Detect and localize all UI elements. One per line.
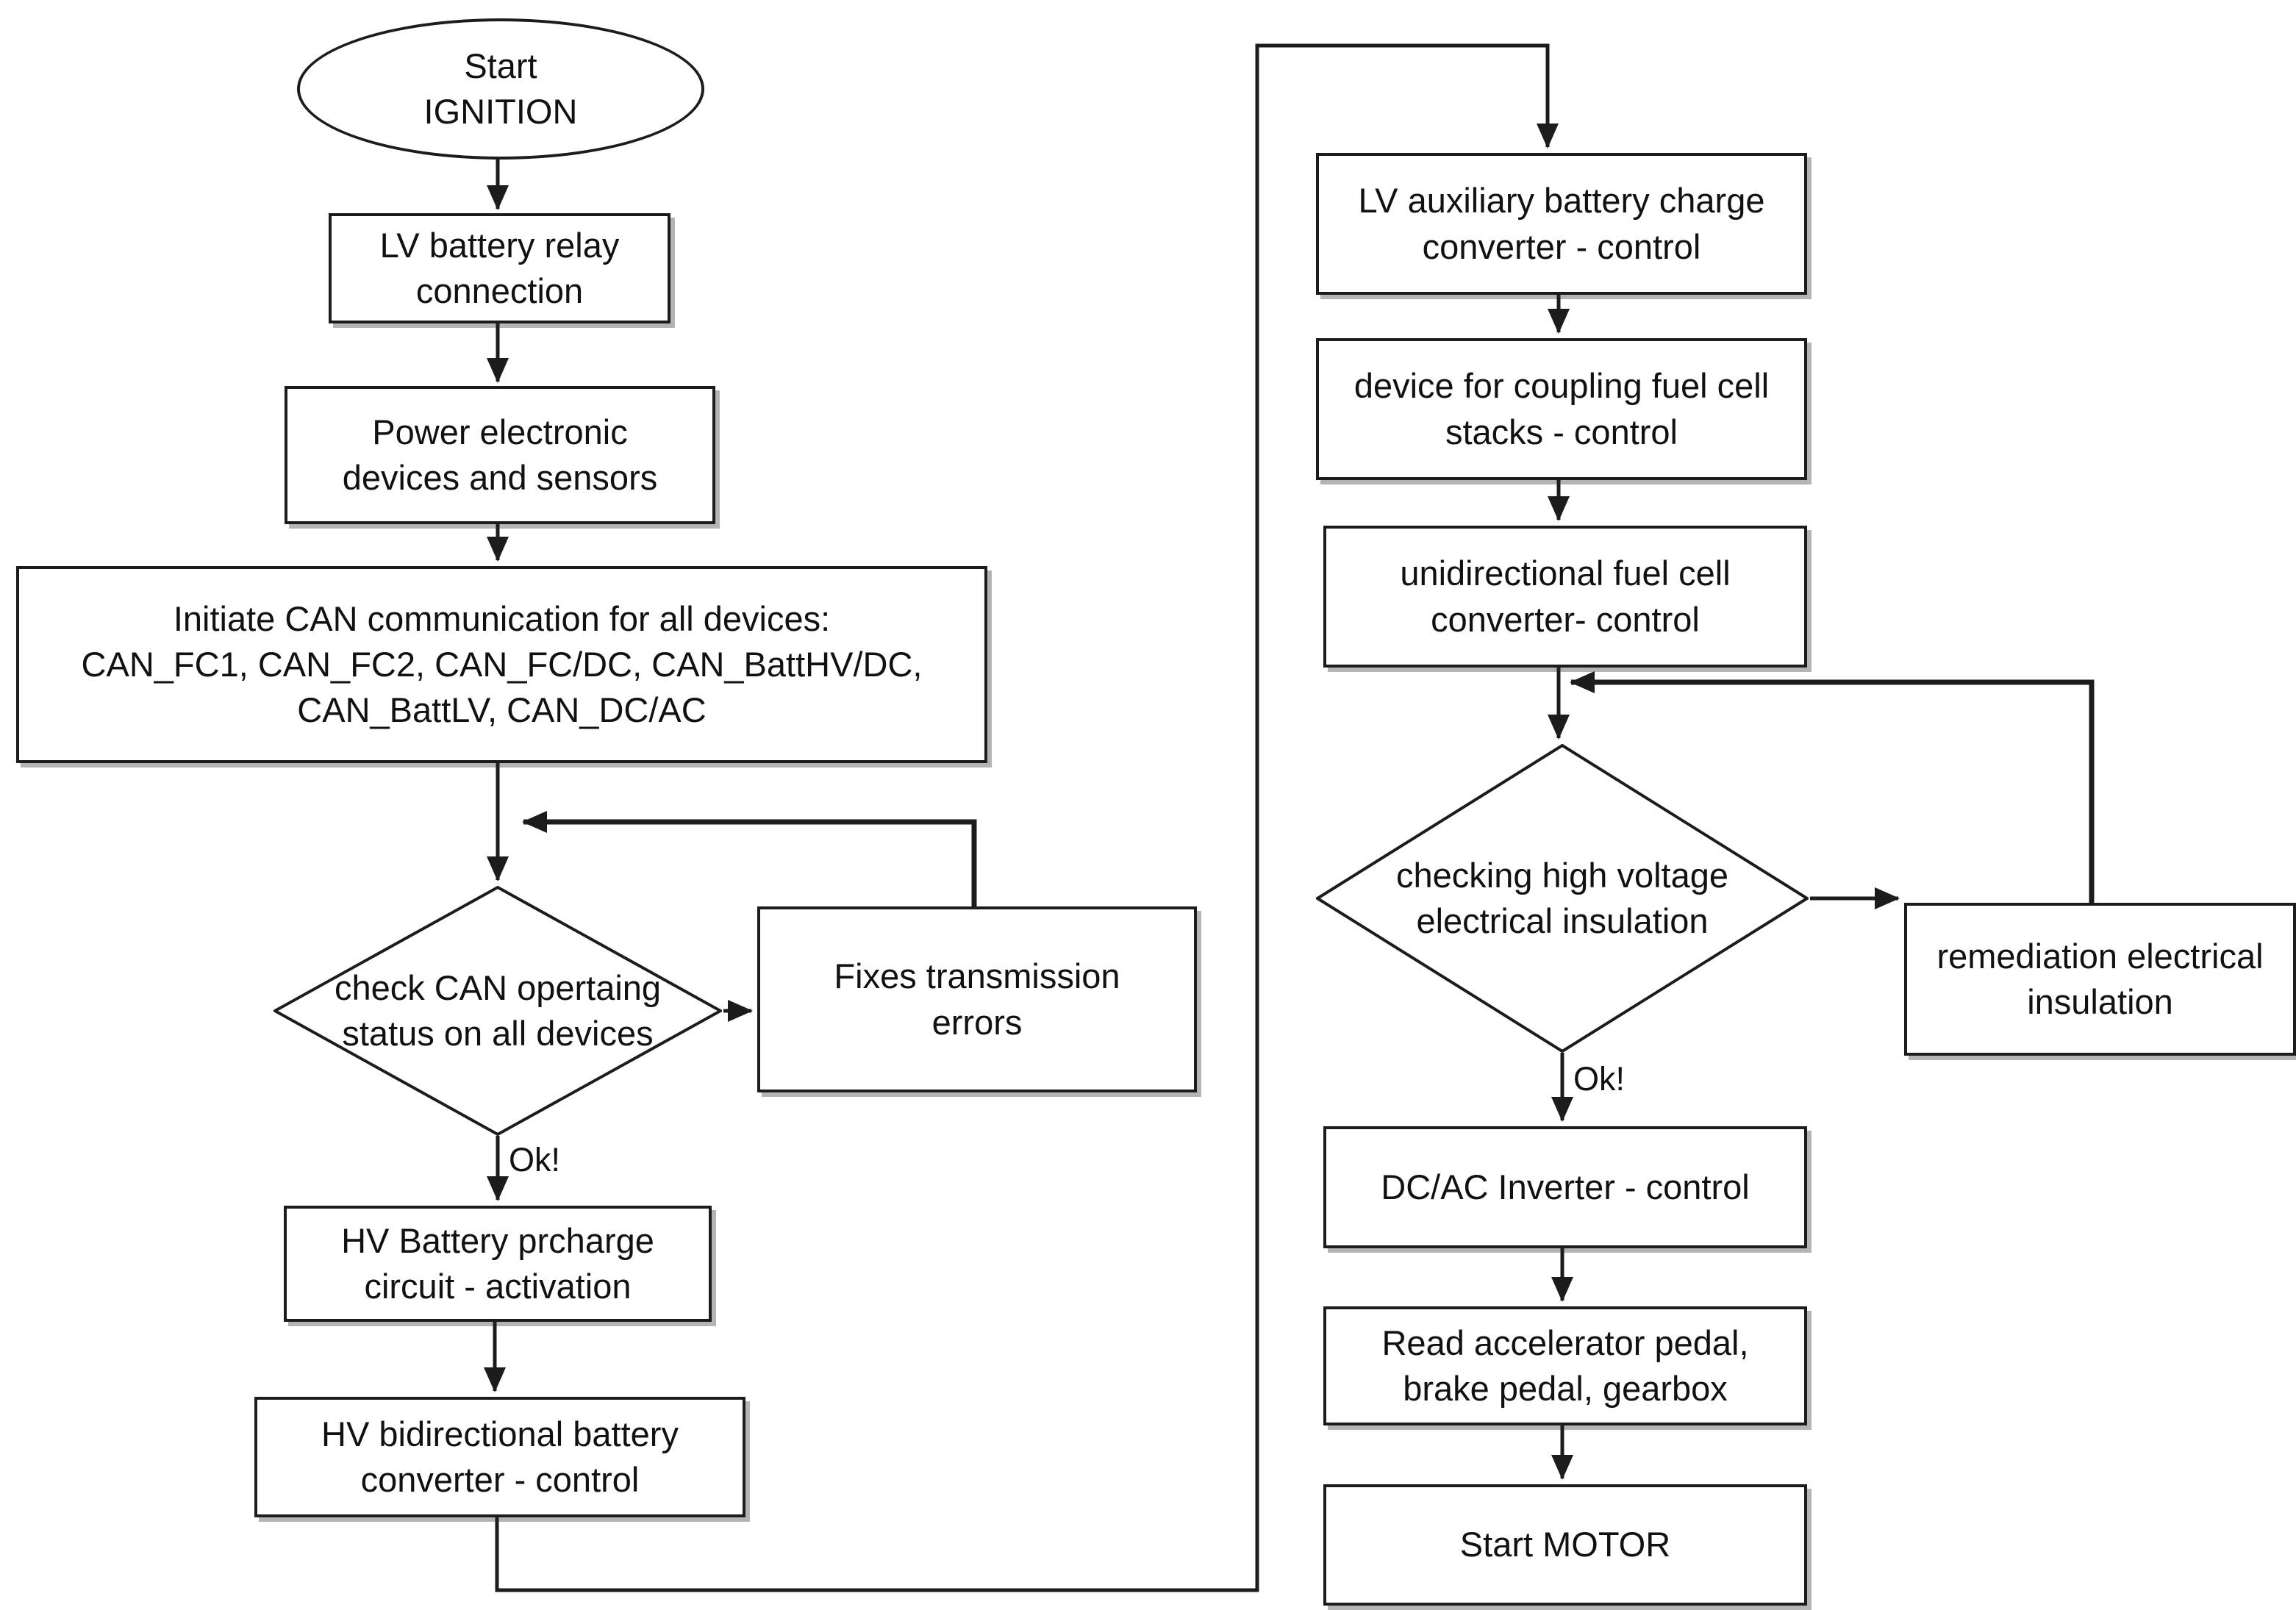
fuel-cell-coupling-step-line-1: device for coupling fuel cell	[1353, 366, 1770, 406]
fuel-cell-coupling-step-label: device for coupling fuel cell stacks - co…	[1354, 363, 1769, 454]
can-init-step-line-1: Initiate CAN communication for all devic…	[173, 598, 831, 638]
hv-insulation-decision-line-2: electrical insulation	[1416, 901, 1709, 940]
remediation-step-line-1: remediation electrical	[1936, 936, 2264, 976]
hv-precharge-step-label: HV Battery prcharge circuit - activation	[341, 1218, 654, 1309]
power-electronics-step-line-1: Power electronic	[372, 412, 628, 451]
ok-label-insulation-label: Ok!	[1573, 1057, 1625, 1101]
hv-bidirectional-step-line-1: HV bidirectional battery	[321, 1414, 679, 1453]
can-status-decision-line-2: status on all devices	[342, 1014, 654, 1053]
unidirectional-converter-step: unidirectional fuel cell converter- contr…	[1323, 526, 1807, 668]
read-pedals-step-label: Read accelerator pedal, brake pedal, gear…	[1381, 1320, 1748, 1412]
hv-precharge-step: HV Battery prcharge circuit - activation	[284, 1206, 712, 1322]
can-status-decision-line-1: check CAN opertaing	[334, 967, 662, 1007]
lv-battery-relay-step: LV battery relay connection	[329, 213, 670, 323]
fuel-cell-coupling-step: device for coupling fuel cell stacks - co…	[1316, 338, 1807, 480]
unidirectional-converter-step-line-1: unidirectional fuel cell	[1400, 554, 1731, 593]
hv-bidirectional-step-label: HV bidirectional battery converter - cont…	[321, 1412, 679, 1503]
ok-label-can-label: Ok!	[509, 1138, 560, 1181]
unidirectional-converter-step-line-2: converter- control	[1431, 599, 1700, 639]
hv-insulation-decision-label: checking high voltage electrical insulati…	[1396, 853, 1728, 944]
power-electronics-step-line-2: devices and sensors	[342, 458, 658, 497]
can-status-decision-label: check CAN opertaing status on all devices	[335, 965, 661, 1056]
fixes-transmission-step: Fixes transmission errors	[757, 906, 1197, 1092]
ok-label-can: Ok!	[509, 1138, 619, 1182]
unidirectional-converter-step-label: unidirectional fuel cell converter- contr…	[1400, 551, 1730, 642]
connector-fixes-feedback	[522, 811, 977, 906]
can-status-decision: check CAN opertaing status on all devices	[273, 886, 722, 1136]
lv-battery-relay-step-line-1: LV battery relay	[379, 225, 620, 265]
dcac-inverter-step-line-1: DC/AC Inverter - control	[1381, 1167, 1750, 1206]
power-electronics-step: Power electronic devices and sensors	[285, 386, 715, 524]
read-pedals-step: Read accelerator pedal, brake pedal, gear…	[1323, 1306, 1807, 1425]
hv-bidirectional-step: HV bidirectional battery converter - cont…	[254, 1397, 745, 1517]
ok-label-insulation: Ok!	[1573, 1057, 1684, 1101]
start-motor-step: Start MOTOR	[1323, 1484, 1807, 1606]
lv-aux-charge-step-label: LV auxiliary battery charge converter - c…	[1359, 178, 1765, 269]
can-init-step-line-3: CAN_BattLV, CAN_DC/AC	[297, 690, 707, 730]
start-ignition-terminator-line-1: Start	[464, 46, 537, 85]
read-pedals-step-line-2: brake pedal, gearbox	[1403, 1369, 1728, 1408]
lv-aux-charge-step-line-1: LV auxiliary battery charge	[1358, 181, 1765, 221]
dcac-inverter-step-label: DC/AC Inverter - control	[1381, 1164, 1749, 1210]
hv-insulation-decision-line-1: checking high voltage	[1395, 855, 1729, 895]
remediation-step-label: remediation electrical insulation	[1936, 934, 2263, 1025]
lv-aux-charge-step: LV auxiliary battery charge converter - c…	[1316, 153, 1807, 295]
lv-battery-relay-step-line-2: connection	[415, 271, 584, 310]
lv-aux-charge-step-line-2: converter - control	[1422, 226, 1701, 266]
fixes-transmission-step-line-2: errors	[931, 1002, 1023, 1042]
start-motor-step-line-1: Start MOTOR	[1459, 1525, 1671, 1564]
fixes-transmission-step-line-1: Fixes transmission	[834, 956, 1120, 996]
hv-bidirectional-step-line-2: converter - control	[360, 1460, 640, 1499]
remediation-step: remediation electrical insulation	[1904, 903, 2296, 1056]
start-ignition-terminator-line-2: IGNITION	[423, 92, 578, 131]
can-init-step-label: Initiate CAN communication for all devic…	[82, 596, 923, 733]
hv-precharge-step-line-1: HV Battery prcharge	[341, 1220, 654, 1260]
hv-insulation-decision: checking high voltage electrical insulati…	[1316, 744, 1809, 1053]
connector-bidir-to-lvaux-long	[495, 43, 1559, 1592]
can-status-decision-shape	[273, 886, 722, 1136]
ok-label-insulation-line-1: Ok!	[1573, 1060, 1626, 1098]
lv-battery-relay-step-label: LV battery relay connection	[380, 223, 620, 314]
can-init-step: Initiate CAN communication for all devic…	[16, 566, 987, 763]
remediation-step-line-2: insulation	[2027, 982, 2173, 1021]
connector-remediation-feedback	[1570, 671, 2095, 903]
hv-precharge-step-line-2: circuit - activation	[364, 1267, 632, 1306]
start-motor-step-label: Start MOTOR	[1460, 1522, 1670, 1567]
dcac-inverter-step: DC/AC Inverter - control	[1323, 1126, 1807, 1248]
power-electronics-step-label: Power electronic devices and sensors	[343, 409, 657, 501]
ok-label-can-line-1: Ok!	[509, 1141, 561, 1179]
hv-insulation-decision-shape	[1316, 744, 1809, 1053]
fixes-transmission-step-label: Fixes transmission errors	[834, 954, 1120, 1045]
read-pedals-step-line-1: Read accelerator pedal,	[1381, 1323, 1749, 1362]
can-init-step-line-2: CAN_FC1, CAN_FC2, CAN_FC/DC, CAN_BattHV/…	[81, 644, 923, 684]
fuel-cell-coupling-step-line-2: stacks - control	[1445, 412, 1678, 451]
